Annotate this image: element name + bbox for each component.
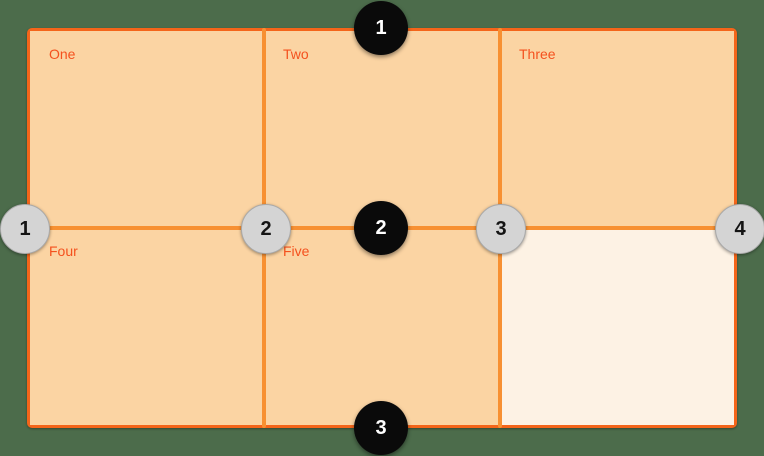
- grid-cell-three[interactable]: Three: [500, 31, 734, 228]
- column-handle-1[interactable]: 1: [0, 204, 50, 254]
- column-handle-4-label: 4: [734, 217, 746, 240]
- row-handle-2-label: 2: [375, 216, 387, 239]
- grid-frame: One Two Three Four Five: [27, 28, 737, 428]
- column-handle-2[interactable]: 2: [241, 204, 291, 254]
- row-handle-1[interactable]: 1: [354, 1, 408, 55]
- row-handle-2[interactable]: 2: [354, 201, 408, 255]
- grid-cell-label-one: One: [49, 46, 76, 62]
- column-handle-3[interactable]: 3: [476, 204, 526, 254]
- row-handle-3[interactable]: 3: [354, 401, 408, 455]
- column-handle-4[interactable]: 4: [715, 204, 764, 254]
- grid-cell-label-four: Four: [49, 243, 78, 259]
- column-handle-3-label: 3: [495, 217, 507, 240]
- column-handle-1-label: 1: [19, 217, 31, 240]
- grid-cell-label-three: Three: [519, 46, 556, 62]
- column-handle-2-label: 2: [260, 217, 272, 240]
- grid-cell-four[interactable]: Four: [30, 228, 264, 425]
- row-handle-3-label: 3: [375, 416, 387, 439]
- grid-cell-five[interactable]: Five: [264, 228, 500, 425]
- grid-cell-two[interactable]: Two: [264, 31, 500, 228]
- grid-cell-label-five: Five: [283, 243, 310, 259]
- row-handle-1-label: 1: [375, 16, 387, 39]
- grid-cell-six-empty[interactable]: [500, 228, 734, 425]
- grid-cell-label-two: Two: [283, 46, 309, 62]
- grid-cell-one[interactable]: One: [30, 31, 264, 228]
